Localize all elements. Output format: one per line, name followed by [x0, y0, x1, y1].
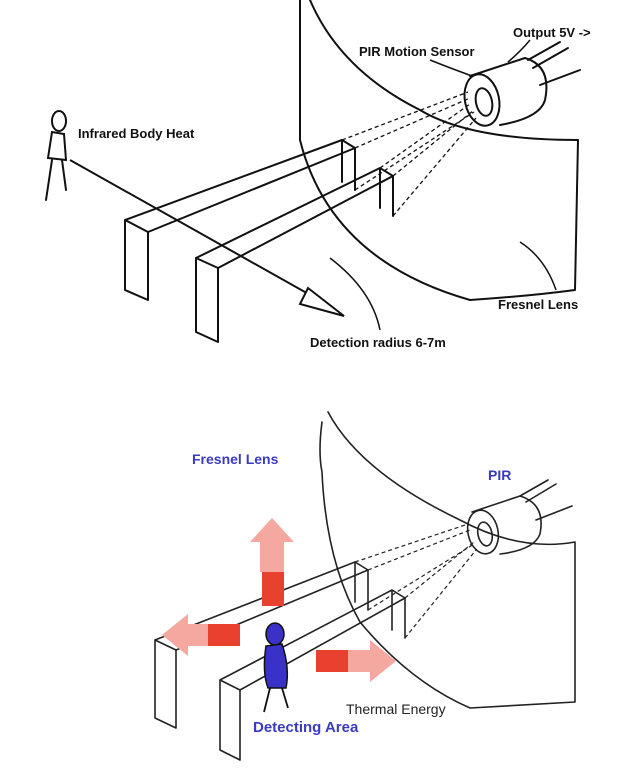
person-figure — [45, 110, 68, 201]
arrow-left-outer — [162, 614, 210, 656]
arrow-up-outer — [250, 518, 294, 572]
top-diagram-drawing — [45, 0, 581, 343]
fresnel-lens-label: Fresnel Lens — [192, 451, 279, 467]
output-label: Output 5V -> — [513, 25, 591, 40]
bottom-diagram-drawing — [154, 411, 576, 761]
pir-sensor-label: PIR Motion Sensor — [359, 44, 475, 59]
pir-label: PIR — [488, 467, 512, 483]
arrow-right-outer — [348, 640, 396, 682]
beam-box-lower — [219, 589, 406, 761]
fresnel-lens-shape — [299, 0, 579, 301]
arrow-left-inner — [208, 624, 240, 646]
thermal-arrows — [162, 518, 396, 682]
beam-box-upper — [154, 561, 369, 729]
top-diagram: Output 5V -> PIR Motion Sensor Infrared … — [0, 0, 640, 372]
arrow-up-inner — [262, 572, 284, 606]
beam-box-lower — [195, 167, 394, 343]
beam-box-upper — [124, 139, 356, 301]
detection-radius-label: Detection radius 6-7m — [310, 335, 446, 350]
pir-sensor-body — [471, 495, 542, 555]
pir-sensor-front — [466, 509, 500, 555]
heat-arrow — [69, 159, 345, 317]
arrow-right-inner — [316, 650, 350, 672]
bottom-diagram: Fresnel Lens PIR Thermal Energy Detectin… — [0, 392, 640, 778]
output-wire — [527, 41, 561, 61]
fresnel-lens-label: Fresnel Lens — [498, 297, 579, 312]
detecting-area-label: Detecting Area — [253, 719, 359, 736]
person-figure — [263, 622, 289, 713]
fresnel-lens-shape — [319, 411, 576, 709]
fresnel-pointer — [519, 241, 557, 291]
radius-arc — [329, 257, 381, 331]
pir-sensor-body — [469, 57, 548, 126]
body-heat-label: Infrared Body Heat — [78, 126, 195, 141]
thermal-energy-label: Thermal Energy — [346, 701, 446, 717]
